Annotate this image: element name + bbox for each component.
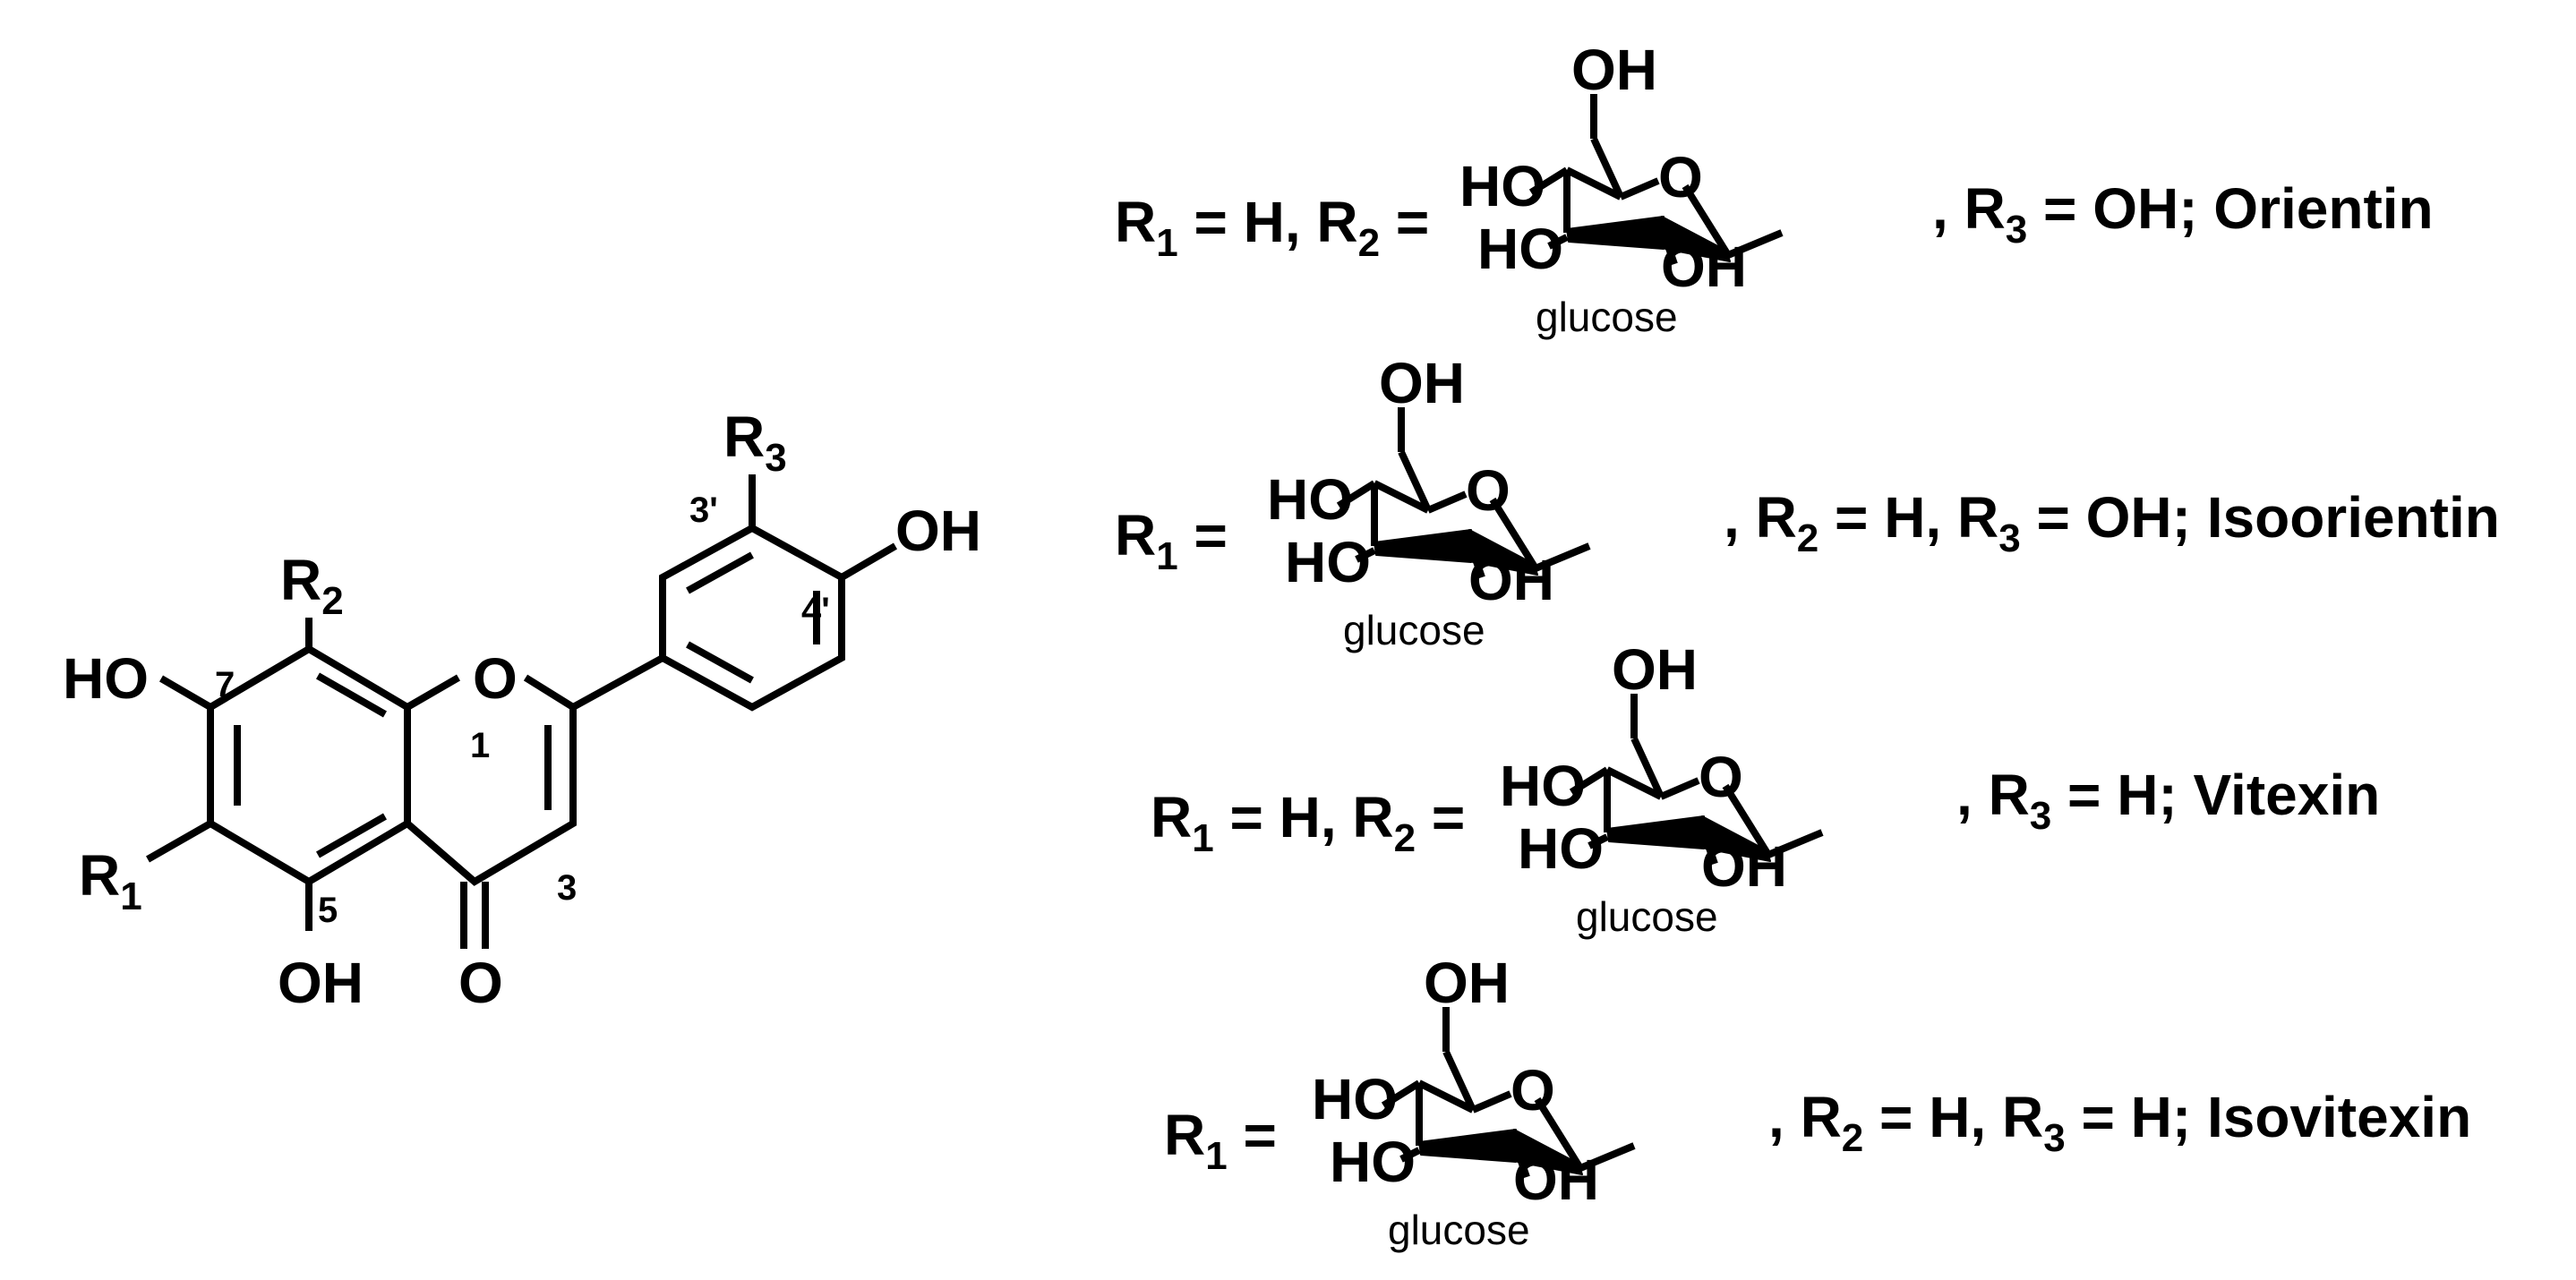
compound-1-suffix: , R3 = OH; Orientin [1932,176,2434,252]
r2-label: R2 [280,548,344,623]
glucose-2 [1267,351,1589,653]
compound-1-prefix: R1 = H, R2 = [1115,190,1429,265]
position-4prime: 4' [801,591,830,630]
compound-3-suffix: , R3 = H; Vitexin [1956,763,2380,838]
compound-4-prefix: R1 = [1164,1103,1277,1178]
compound-2-suffix: , R2 = H, R3 = OH; Isoorientin [1724,485,2500,560]
compound-row-vitexin: R1 = H, R2 = , R3 = H; Vitexin [1151,637,2380,940]
compound-4-suffix: , R2 = H, R3 = H; Isovitexin [1768,1085,2471,1160]
compound-2-prefix: R1 = [1115,503,1228,578]
ring-c-bonds [405,674,577,886]
position-3prime: 3' [689,491,718,530]
glucose-1 [1459,38,1782,340]
compound-row-isoorientin: R1 = , R2 = H, R3 = OH; Isoorientin [1115,351,2500,653]
position-7: 7 [215,665,235,704]
compound-row-isovitexin: R1 = , R2 = H, R3 = H; Isovitexin [1164,951,2471,1253]
oh-5-label: OH [278,951,364,1015]
c2-c1p-bond [571,654,664,711]
position-3: 3 [557,868,577,908]
c4p-oh-bond [839,542,898,581]
ring-oxygen-label: O [473,646,518,711]
r3-label: R3 [723,405,787,480]
position-5: 5 [318,891,338,930]
r1-label: R1 [79,843,142,918]
glucose-4 [1312,951,1634,1253]
carbonyl-oxygen-label: O [458,951,503,1015]
c6-r1-bond [146,820,212,863]
position-1: 1 [470,726,490,765]
c7-oh-bond [158,675,213,711]
ring-b-inner-bond-3 [686,641,754,684]
compound-row-orientin: R1 = H, R2 = , R3 = OH; Orientin [1115,38,2434,340]
ring-b-inner-bond-1 [686,551,754,594]
glucose-3 [1500,637,1822,940]
compound-3-prefix: R1 = H, R2 = [1151,785,1465,860]
ring-a-inner-bond-2 [316,813,387,858]
oh-4prime-label: OH [895,499,981,563]
ring-a-inner-bond-3 [316,672,387,718]
flavone-core: R3 OH R2 HO R1 OH O O 3' 4' 7 1 5 3 [63,405,981,1015]
ho-7-label: HO [63,646,149,711]
